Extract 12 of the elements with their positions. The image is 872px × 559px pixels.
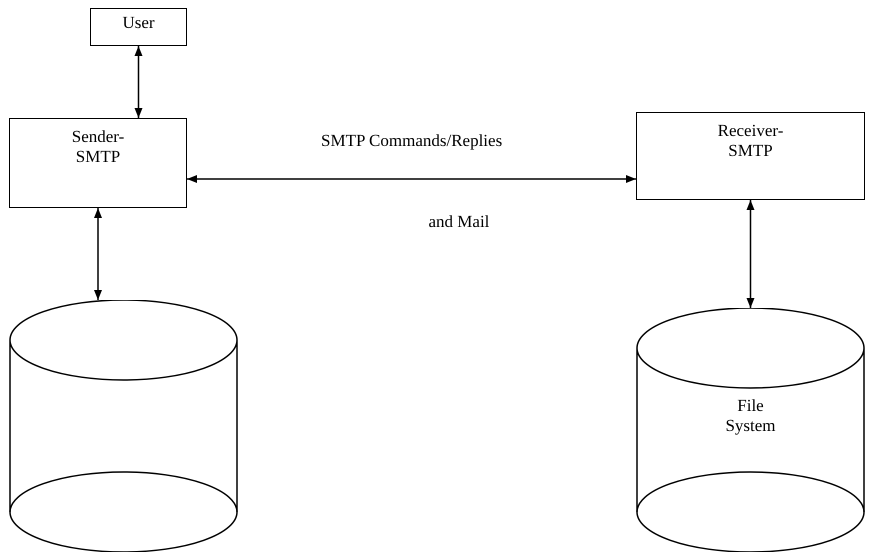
- arrow: [94, 208, 102, 300]
- arrow: [187, 175, 636, 183]
- node-label: Receiver- SMTP: [716, 121, 784, 162]
- arrow: [134, 46, 142, 118]
- process-box: [636, 112, 865, 200]
- edge-label: SMTP Commands/Replies: [321, 131, 502, 152]
- process-box: [90, 8, 187, 46]
- node-label: File System: [724, 396, 777, 437]
- node-label: User: [122, 13, 155, 34]
- node-label: Sender- SMTP: [70, 127, 126, 168]
- arrow: [746, 200, 754, 308]
- process-box: [9, 118, 187, 208]
